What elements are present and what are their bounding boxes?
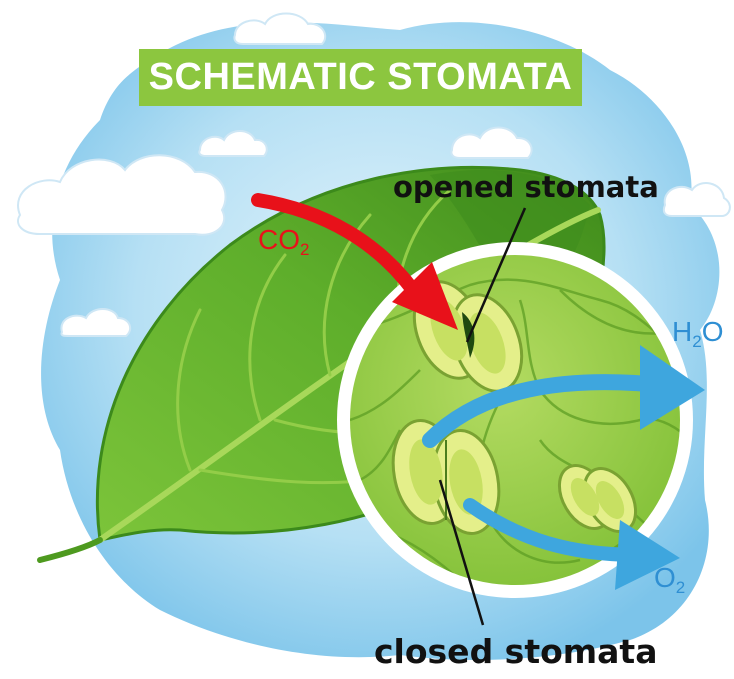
co2-label: CO2: [258, 224, 309, 260]
o2-subscript: 2: [675, 578, 686, 597]
h2o-arrow-icon: [422, 345, 705, 448]
cloud-top-center-icon: [198, 130, 268, 157]
small-stomata-guard-cells: [557, 464, 638, 533]
closed-stomata-leader-line: [438, 479, 485, 626]
cloud-top-right-icon: [450, 126, 533, 159]
diagram-title: SCHEMATIC STOMATA: [148, 56, 573, 98]
h2o-subscript: 2: [692, 332, 702, 351]
co2-subscript: 2: [300, 240, 310, 259]
cloud-right-icon: [662, 182, 731, 217]
h2o-symbol-o: O: [701, 316, 724, 347]
co2-symbol: CO: [258, 224, 300, 255]
closed-stomata-guard-cells: [391, 418, 501, 536]
opened-stomata-label: opened stomata: [393, 170, 659, 204]
opened-stomata-leader-line: [465, 207, 527, 343]
o2-label: O2: [654, 562, 685, 598]
magnified-cell-view: [337, 242, 693, 598]
cloud-lower-left-icon: [60, 308, 132, 337]
title-banner: SCHEMATIC STOMATA: [139, 49, 582, 106]
closed-stomata-label: closed stomata: [374, 632, 658, 671]
h2o-label: H2O: [672, 316, 723, 352]
cloud-top-left-icon: [233, 12, 327, 45]
co2-arrow-icon: [251, 193, 458, 330]
cloud-left-icon: [17, 154, 227, 236]
h2o-symbol-h: H: [672, 316, 693, 347]
o2-arrow-icon: [463, 498, 680, 590]
o2-symbol: O: [654, 562, 676, 593]
